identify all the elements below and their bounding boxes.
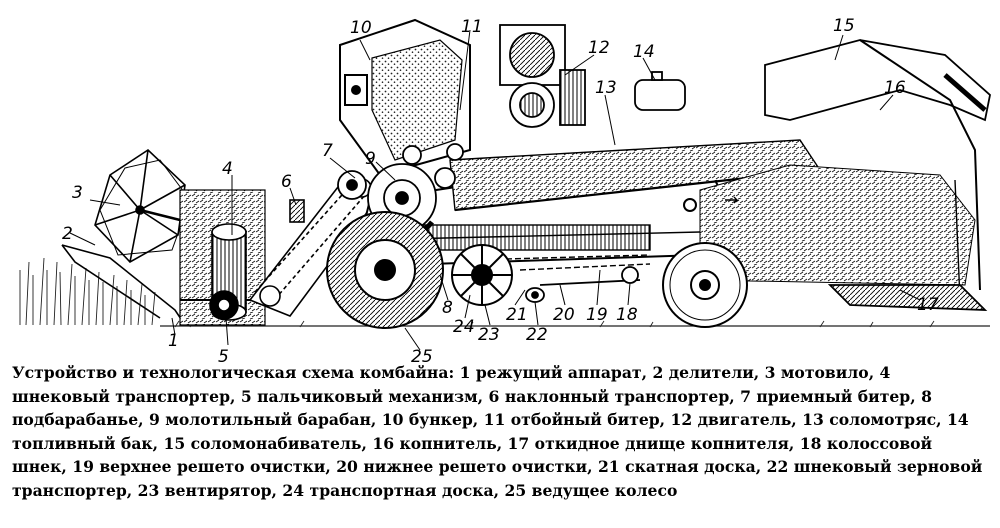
callout-1: 1 bbox=[168, 331, 179, 351]
callout-6: 6 bbox=[281, 172, 292, 192]
callout-7: 7 bbox=[322, 141, 333, 161]
callout-8: 8 bbox=[442, 298, 453, 318]
callout-20: 20 bbox=[553, 305, 575, 325]
callout-21: 21 bbox=[506, 305, 528, 325]
callout-16: 16 bbox=[884, 78, 906, 98]
leader-lines bbox=[69, 29, 921, 351]
callout-2: 2 bbox=[62, 224, 73, 244]
tailings-auger bbox=[621, 266, 639, 284]
fan bbox=[451, 244, 513, 306]
callout-11: 11 bbox=[461, 17, 483, 37]
callout-10: 10 bbox=[350, 18, 372, 38]
figure-caption: Устройство и технологическая схема комба… bbox=[12, 363, 983, 500]
grain-bunker bbox=[339, 18, 471, 177]
auger bbox=[209, 223, 247, 321]
callout-13: 13 bbox=[595, 78, 617, 98]
callout-9: 9 bbox=[365, 149, 376, 169]
inclined-conveyor bbox=[248, 176, 382, 317]
callout-23: 23 bbox=[478, 325, 500, 345]
callout-15: 15 bbox=[833, 16, 855, 36]
callout-17: 17 bbox=[917, 295, 939, 315]
callout-labels: 1 2 3 4 5 6 7 8 9 10 11 12 13 14 15 16 1… bbox=[62, 16, 939, 362]
fuel-tank bbox=[634, 71, 686, 111]
callout-3: 3 bbox=[72, 183, 83, 203]
callout-22: 22 bbox=[526, 325, 548, 345]
grain-auger bbox=[525, 287, 545, 303]
engine bbox=[499, 24, 586, 128]
rear-wheel bbox=[662, 198, 748, 328]
callout-18: 18 bbox=[616, 305, 638, 325]
callout-12: 12 bbox=[588, 38, 610, 58]
combine-harvester-diagram: 1 2 3 4 5 6 7 8 9 10 11 12 13 14 15 16 1… bbox=[19, 16, 991, 362]
callout-4: 4 bbox=[222, 159, 233, 179]
stacker bbox=[764, 39, 991, 311]
callout-25: 25 bbox=[411, 347, 433, 362]
callout-19: 19 bbox=[586, 305, 608, 325]
callout-14: 14 bbox=[633, 42, 655, 62]
callout-5: 5 bbox=[218, 347, 229, 362]
drive-wheel bbox=[326, 211, 444, 329]
callout-24: 24 bbox=[453, 317, 475, 337]
